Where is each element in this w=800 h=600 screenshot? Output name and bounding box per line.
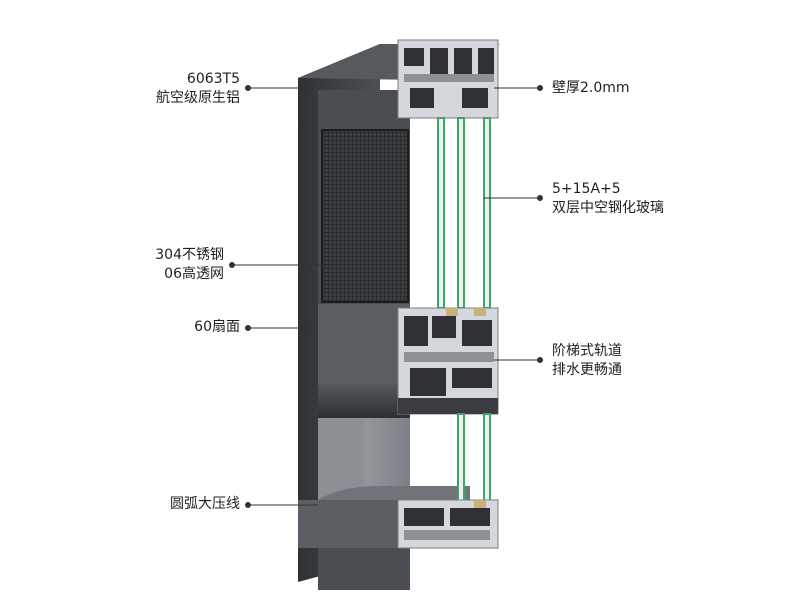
screen-border <box>321 129 409 303</box>
recess-shadow <box>318 418 364 500</box>
callout-glass-line1: 5+15A+5 <box>552 181 621 197</box>
callout-bead: 圆弧大压线 <box>170 495 240 514</box>
callout-screen: 304不锈钢 06高透网 <box>155 246 224 284</box>
glass-pane-lower-1 <box>457 413 465 511</box>
glass-pane-lower-2 <box>483 413 491 511</box>
callout-screen-line2: 06高透网 <box>164 266 224 282</box>
sash-face <box>318 304 410 384</box>
glass-pane-outer <box>437 117 445 309</box>
callout-glass: 5+15A+5 双层中空钢化玻璃 <box>552 180 664 218</box>
callout-wall-thickness-line1: 壁厚2.0mm <box>552 80 630 96</box>
callout-track-line1: 阶梯式轨道 <box>552 343 622 359</box>
callout-track: 阶梯式轨道 排水更畅通 <box>552 342 622 380</box>
callout-glass-line2: 双层中空钢化玻璃 <box>552 200 664 216</box>
callout-sash: 60扇面 <box>194 318 240 337</box>
callout-alloy-line2: 航空级原生铝 <box>156 90 240 106</box>
callout-alloy: 6063T5 航空级原生铝 <box>156 70 240 108</box>
callout-lines <box>229 85 543 508</box>
callout-alloy-line1: 6063T5 <box>186 71 240 87</box>
glass-pane-inner <box>457 117 465 309</box>
callout-wall-thickness: 壁厚2.0mm <box>552 79 630 98</box>
callout-screen-line1: 304不锈钢 <box>155 247 224 263</box>
callout-bead-line1: 圆弧大压线 <box>170 496 240 512</box>
callout-track-line2: 排水更畅通 <box>552 362 622 378</box>
callout-sash-line1: 60扇面 <box>194 319 240 335</box>
sash-lower-band <box>318 384 410 418</box>
screen-mesh <box>322 130 408 302</box>
bottom-bead-arc <box>318 486 470 500</box>
glass-pane-right <box>483 117 491 309</box>
